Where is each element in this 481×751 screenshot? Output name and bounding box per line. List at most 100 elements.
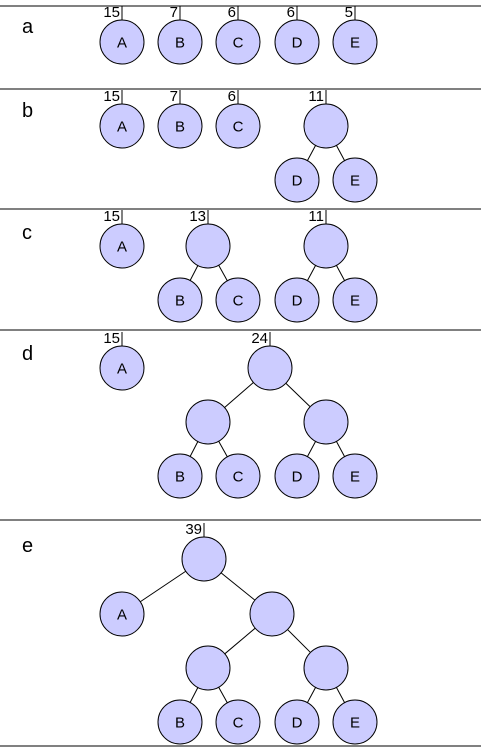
node-weight: 11 (308, 88, 324, 105)
leaf-node-a (99, 591, 145, 637)
node-weight: 13 (189, 208, 206, 225)
node-letter: A (117, 361, 127, 378)
node-weight: 11 (308, 208, 324, 225)
node-weight: 7 (170, 88, 178, 105)
node-letter: A (117, 607, 127, 624)
node-weight: 15 (103, 88, 120, 105)
internal-node (303, 103, 349, 149)
leaf-node-e (332, 19, 378, 65)
leaf-node-d (274, 453, 320, 499)
leaf-node-e (332, 277, 378, 323)
tree-edge (189, 441, 199, 457)
node-letter: B (175, 715, 185, 732)
tree-edge (306, 441, 317, 457)
internal-node (185, 645, 231, 691)
tree-edge (189, 687, 199, 703)
tree-edge (224, 627, 256, 655)
node-letter: D (292, 715, 303, 732)
leaf-node-b (157, 453, 203, 499)
internal-node (181, 536, 227, 582)
tree-edge (218, 264, 228, 282)
node-weight: 5 (345, 4, 353, 21)
internal-node (185, 399, 231, 445)
node-letter: B (175, 469, 185, 486)
panel-c: c 15A 13 11B C D E (22, 208, 378, 323)
node-letter: D (292, 469, 303, 486)
leaf-node-a (99, 19, 145, 65)
node-letter: D (292, 293, 303, 310)
leaf-node-c (215, 103, 261, 149)
node-letter: B (175, 35, 185, 52)
internal-node (249, 591, 295, 637)
panel-b: b 15A 7B 6C 11D E (22, 88, 378, 203)
panel-label: d (22, 343, 33, 365)
node-letter: A (117, 35, 127, 52)
node-weight: 39 (185, 521, 202, 538)
tree-edge (335, 441, 346, 457)
node-letter: C (233, 715, 244, 732)
node-letter: C (233, 293, 244, 310)
leaf-node-b (157, 699, 203, 745)
leaf-node-e (332, 453, 378, 499)
tree-edge (287, 629, 311, 653)
tree-edge (218, 440, 228, 458)
node-letter: E (350, 35, 360, 52)
node-weight: 6 (228, 4, 236, 21)
panel-label: c (22, 222, 32, 244)
leaf-node-c (215, 699, 261, 745)
node-weight: 7 (170, 4, 178, 21)
tree-edge (218, 686, 228, 704)
node-letter: D (292, 35, 303, 52)
leaf-node-a (99, 223, 145, 269)
panel-e: e 39A B C D E (22, 521, 378, 745)
node-letter: E (350, 715, 360, 732)
internal-node (247, 345, 293, 391)
node-letter: E (350, 173, 360, 190)
tree-edge (220, 572, 256, 601)
node-weight: 6 (287, 4, 295, 21)
node-letter: E (350, 293, 360, 310)
node-letter: A (117, 239, 127, 256)
tree-edge (189, 265, 199, 281)
panel-label: a (22, 16, 34, 38)
leaf-node-c (215, 277, 261, 323)
node-letter: B (175, 119, 185, 136)
tree-edge (306, 265, 317, 281)
leaf-node-a (99, 345, 145, 391)
panel-label: b (22, 100, 33, 122)
node-letter: D (292, 173, 303, 190)
panel-label: e (22, 535, 33, 557)
leaf-node-d (274, 277, 320, 323)
tree-edge (285, 382, 311, 408)
tree-edge (306, 687, 317, 703)
leaf-node-e (332, 699, 378, 745)
tree-edge (139, 570, 187, 603)
tree-edge (335, 145, 346, 161)
node-weight: 15 (103, 208, 120, 225)
leaf-node-c (215, 453, 261, 499)
tree-edge (335, 265, 346, 281)
internal-node (303, 399, 349, 445)
internal-node (303, 645, 349, 691)
leaf-node-d (274, 19, 320, 65)
tree-edge (306, 145, 317, 161)
node-weight: 24 (251, 330, 268, 347)
leaf-node-b (157, 103, 203, 149)
node-letter: E (350, 469, 360, 486)
node-letter: C (233, 469, 244, 486)
leaf-node-c (215, 19, 261, 65)
node-letter: B (175, 293, 185, 310)
node-letter: C (233, 119, 244, 136)
leaf-node-e (332, 157, 378, 203)
leaf-node-d (274, 699, 320, 745)
leaf-node-b (157, 19, 203, 65)
node-letter: A (117, 119, 127, 136)
tree-edge (335, 687, 346, 703)
node-weight: 15 (103, 4, 120, 21)
node-weight: 6 (228, 88, 236, 105)
tree-edge (224, 382, 254, 408)
leaf-node-a (99, 103, 145, 149)
